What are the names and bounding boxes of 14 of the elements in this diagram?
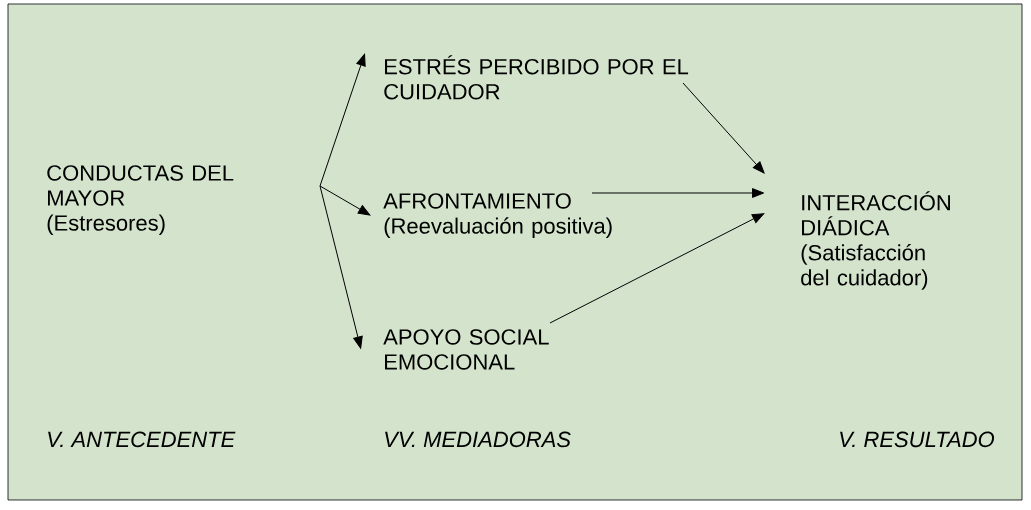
node-text: ESTRÉS PERCIBIDO POR EL CUIDADOR <box>384 55 689 100</box>
arrow <box>319 185 363 349</box>
node-text: AFRONTAMIENTO (Reevaluación positiva) <box>383 193 612 239</box>
arrow <box>591 188 765 198</box>
node-text: APOYO SOCIAL EMOCIONAL <box>383 329 549 370</box>
node-text: INTERACCIÓN DIÁDICA (Satisfacción del cuidador) <box>801 191 950 290</box>
column-label: V. ANTECEDENTE <box>48 431 236 448</box>
column-label: V. RESULTADO <box>840 431 995 448</box>
arrow <box>319 185 371 216</box>
arrow <box>682 82 765 174</box>
column-label: VV. MEDIADORAS <box>385 431 571 448</box>
arrow <box>319 53 366 187</box>
arrow <box>549 213 765 324</box>
node-text: CONDUCTAS DEL MAYOR (Estresores) <box>47 165 234 236</box>
